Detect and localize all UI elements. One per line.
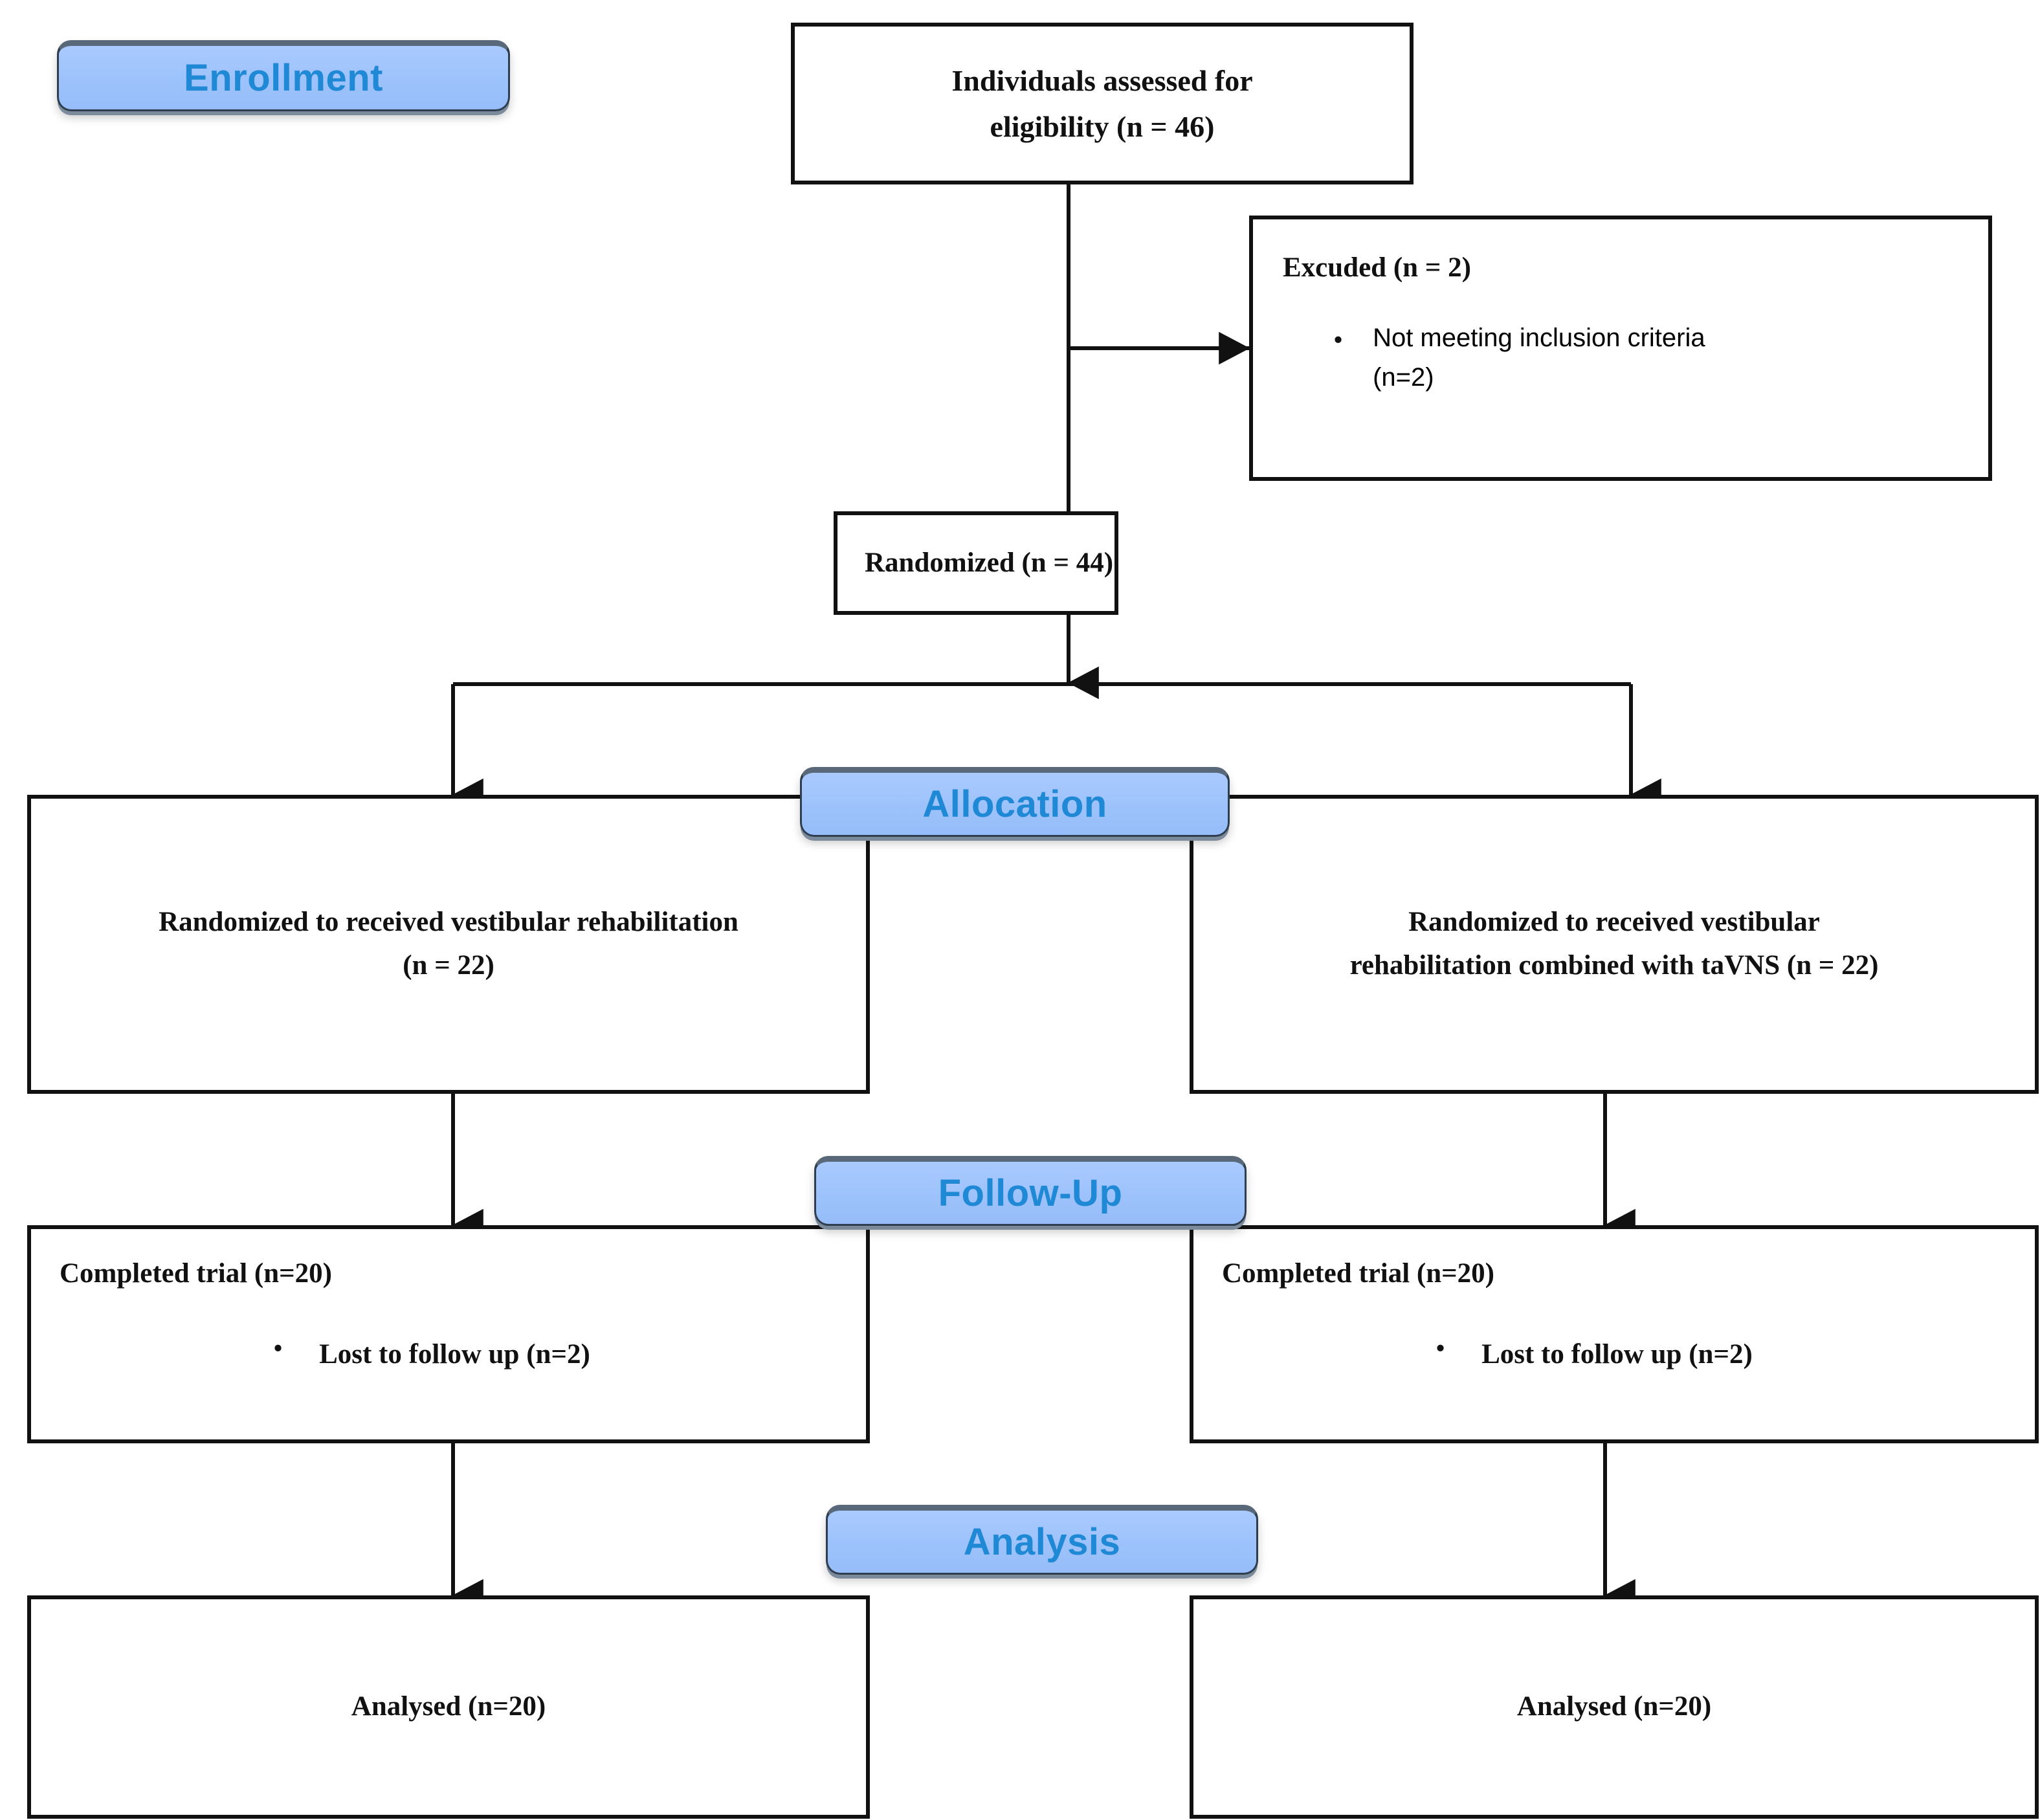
allocation-right-line-2: rehabilitation combined with taVNS (n = … (1349, 950, 1879, 981)
allocation-left-line-2: (n = 22) (403, 950, 494, 981)
followup-left-bullet-item: • Lost to follow up (n=2) (60, 1333, 837, 1377)
analysis-right-label: Analysed (n=20) (1516, 1691, 1712, 1722)
excluded-bullet-text-wrap: Not meeting inclusion criteria (n=2) (1373, 324, 1958, 392)
box-followup-left: Completed trial (n=20) • Lost to follow … (27, 1225, 870, 1443)
box-assessed-for-eligibility: Individuals assessed for eligibility (n … (791, 23, 1414, 184)
box-randomized: Randomized (n = 44) (834, 511, 1118, 615)
box-allocation-left: Randomized to received vestibular rehabi… (27, 795, 870, 1094)
excluded-bullet-item: • Not meeting inclusion criteria (n=2) (1283, 324, 1958, 392)
allocation-left-line-1: Randomized to received vestibular rehabi… (159, 907, 738, 938)
bullet-icon: • (1333, 324, 1344, 355)
box-analysis-left: Analysed (n=20) (27, 1595, 870, 1819)
followup-right-bullet-item: • Lost to follow up (n=2) (1222, 1333, 2006, 1377)
stage-pill-enrollment-label: Enrollment (184, 56, 383, 99)
box-followup-right: Completed trial (n=20) • Lost to follow … (1190, 1225, 2039, 1443)
stage-pill-allocation[interactable]: Allocation (800, 767, 1230, 837)
followup-right-heading: Completed trial (n=20) (1222, 1258, 1494, 1289)
bullet-icon: • (1436, 1333, 1446, 1364)
assessed-line-1: Individuals assessed for (951, 63, 1253, 97)
followup-left-heading: Completed trial (n=20) (60, 1258, 332, 1289)
box-excluded: Excuded (n = 2) • Not meeting inclusion … (1249, 216, 1992, 481)
stage-pill-followup-label: Follow-Up (938, 1171, 1123, 1214)
stage-pill-analysis[interactable]: Analysis (826, 1505, 1258, 1575)
assessed-line-2: eligibility (n = 46) (990, 110, 1215, 143)
stage-pill-enrollment[interactable]: Enrollment (57, 40, 510, 111)
randomized-label: Randomized (n = 44) (865, 547, 1114, 578)
bullet-icon: • (273, 1333, 283, 1364)
analysis-left-label: Analysed (n=20) (351, 1691, 546, 1722)
excluded-heading: Excuded (n = 2) (1283, 252, 1471, 283)
excluded-bullet-line-1: Not meeting inclusion criteria (1373, 323, 1705, 352)
box-analysis-right: Analysed (n=20) (1190, 1595, 2039, 1819)
followup-right-bullet-text: Lost to follow up (n=2) (1481, 1338, 1753, 1370)
excluded-bullet-line-2: (n=2) (1373, 362, 1434, 392)
allocation-right-line-1: Randomized to received vestibular (1408, 907, 1820, 938)
box-allocation-right: Randomized to received vestibular rehabi… (1190, 795, 2039, 1094)
stage-pill-analysis-label: Analysis (963, 1520, 1121, 1563)
stage-pill-followup[interactable]: Follow-Up (814, 1156, 1247, 1226)
stage-pill-allocation-label: Allocation (922, 782, 1107, 825)
followup-left-bullet-text: Lost to follow up (n=2) (319, 1338, 590, 1370)
